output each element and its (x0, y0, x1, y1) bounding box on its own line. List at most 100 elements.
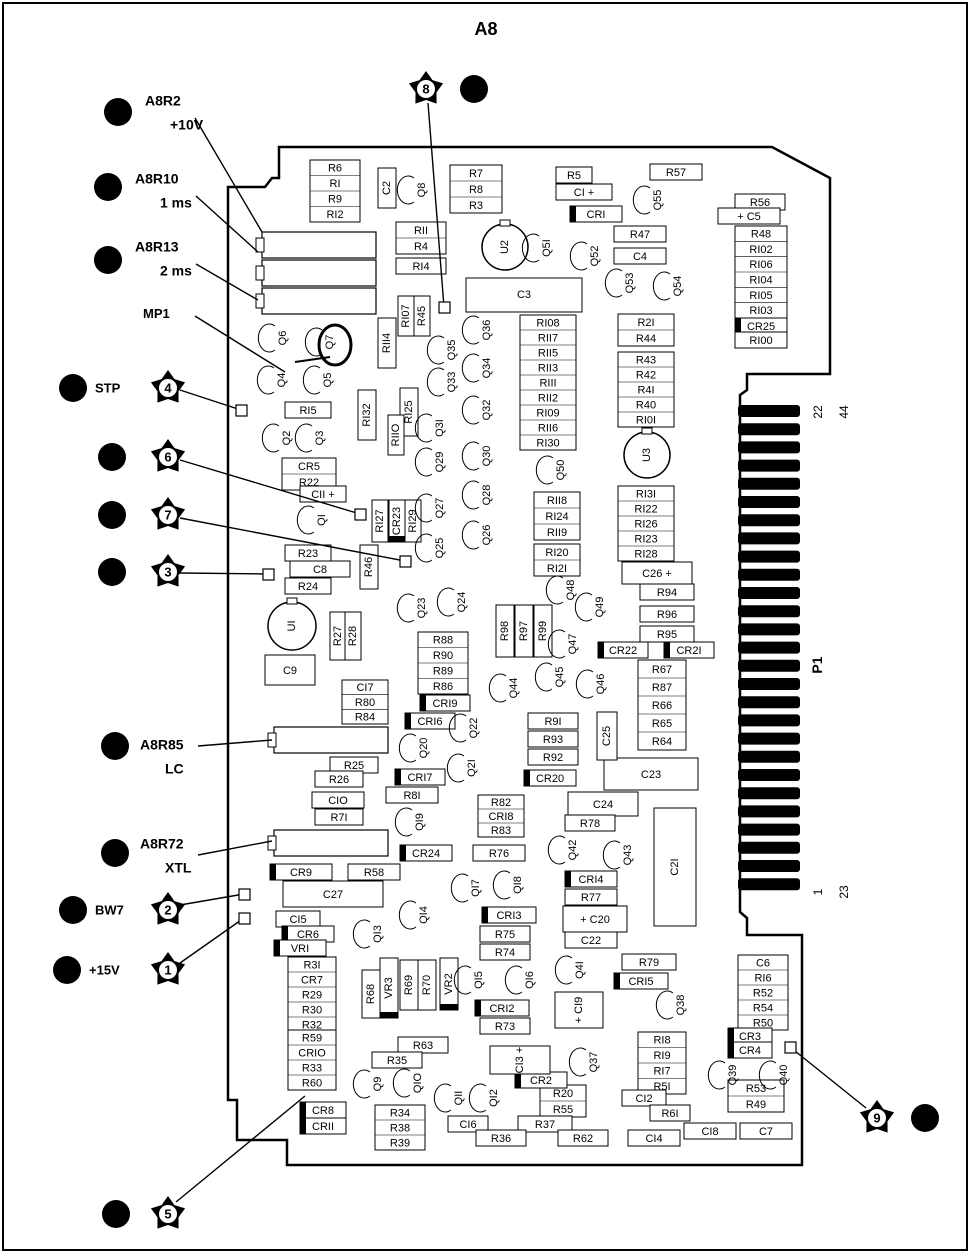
component-label: CRI3 (496, 910, 521, 922)
resistor-stack (341, 679, 389, 725)
transistor-label: Q25 (434, 538, 446, 559)
test-point (784, 1041, 797, 1054)
component-label: R58 (364, 867, 384, 879)
component-label: C24 (593, 799, 613, 811)
badge-letter: R (61, 962, 73, 979)
stack-label: R83 (491, 825, 511, 837)
component-label: RI00 (749, 335, 772, 347)
transistor-outline (461, 480, 480, 510)
connector-finger (738, 769, 800, 781)
resistor-stacks: R6RIR9RI2R7R8R3RIIR4RI08RII7RII5RII3RIII… (281, 159, 789, 1151)
component-label: R24 (298, 581, 318, 593)
component-label: R94 (657, 587, 677, 599)
transistor-outline (604, 268, 623, 298)
component-label: R5 (567, 170, 581, 182)
connector-finger (738, 405, 800, 417)
transistor-outline (655, 990, 674, 1020)
connector-finger (738, 423, 800, 436)
diode-band (405, 713, 411, 729)
component (479, 925, 531, 943)
diode-band (515, 1072, 521, 1088)
diode-band (389, 536, 405, 542)
stack-label: R86 (433, 681, 453, 693)
letter-badge (911, 1104, 939, 1132)
transistor-label: Q6 (277, 331, 289, 346)
stack-label: CI7 (356, 682, 373, 694)
transistor-outline (396, 175, 415, 205)
component-label: CI8 (701, 1126, 718, 1138)
connector-finger (738, 787, 800, 800)
component-label: R97 (518, 621, 530, 641)
transistor-label: Q5I (541, 239, 553, 257)
test-point (262, 568, 275, 581)
stack-label: R53 (746, 1083, 766, 1095)
diode-band (420, 695, 426, 711)
transistor-label: Q55 (652, 190, 664, 211)
stack-label: RI02 (749, 244, 772, 256)
component (514, 604, 534, 658)
stack-label: R59 (302, 1032, 322, 1044)
letter-badge (102, 1200, 130, 1228)
component-label: VRI (291, 943, 309, 955)
pot-adjust (255, 237, 265, 253)
diode-band (300, 1118, 306, 1134)
transistor-label: Q33 (446, 372, 458, 393)
letter-badge (53, 956, 81, 984)
transistor-label: QI4 (418, 906, 430, 924)
component-label: R79 (639, 957, 659, 969)
star-number: 5 (164, 1206, 171, 1221)
component (653, 807, 697, 927)
transistor-outline (450, 873, 469, 903)
badge-letter: N (109, 738, 121, 755)
component-label: R7I (330, 812, 347, 824)
component (627, 1129, 681, 1147)
callout-text: A8R72 (140, 836, 184, 852)
transistor-outline (414, 533, 433, 563)
transistor-label: Q38 (675, 995, 687, 1016)
component-label: C22 (581, 935, 601, 947)
transistor-outline (394, 807, 413, 837)
stack-label: RI28 (634, 548, 657, 560)
connector-finger (738, 587, 800, 599)
component (282, 880, 384, 908)
component-label: + CI9 (573, 997, 585, 1024)
stack-label: RI08 (536, 317, 559, 329)
component-label: R98 (499, 621, 511, 641)
transistor-label: Q53 (624, 273, 636, 294)
component-label: CI6 (459, 1119, 476, 1131)
badge-letter: Q (112, 104, 124, 121)
component (562, 905, 628, 933)
star-number: 4 (164, 380, 172, 395)
badge-letter: H (110, 1206, 122, 1223)
transistor-outline (433, 1083, 452, 1113)
leader-line (789, 1046, 867, 1109)
letter-badge (98, 443, 126, 471)
letter-badge (101, 732, 129, 760)
component-label: R69 (403, 975, 415, 995)
diode-band (570, 206, 576, 222)
stack-label: R6 (328, 163, 342, 175)
diode-band (475, 1000, 481, 1016)
component-label: CII + (311, 489, 335, 501)
star-label: STP (95, 380, 121, 395)
stack-label: R54 (753, 1002, 773, 1014)
transistor-label: QI3 (372, 925, 384, 943)
leader-line (179, 917, 245, 964)
leader-line (197, 739, 273, 747)
component (527, 748, 579, 766)
component (649, 163, 703, 181)
pot-adjust (255, 293, 265, 309)
transistor-label: Q7 (324, 335, 336, 350)
transistor-outline (448, 713, 467, 743)
transistor-outline (545, 575, 564, 605)
component-label: R8I (403, 790, 420, 802)
component-label: CR20 (536, 773, 564, 785)
component-label: CR2I (676, 645, 701, 657)
stack-label: RI06 (749, 259, 772, 271)
component-label: CRI5 (628, 976, 653, 988)
connector-label: P1 (809, 656, 825, 673)
component-label: CRI9 (432, 698, 457, 710)
transistor-outline (461, 353, 480, 383)
